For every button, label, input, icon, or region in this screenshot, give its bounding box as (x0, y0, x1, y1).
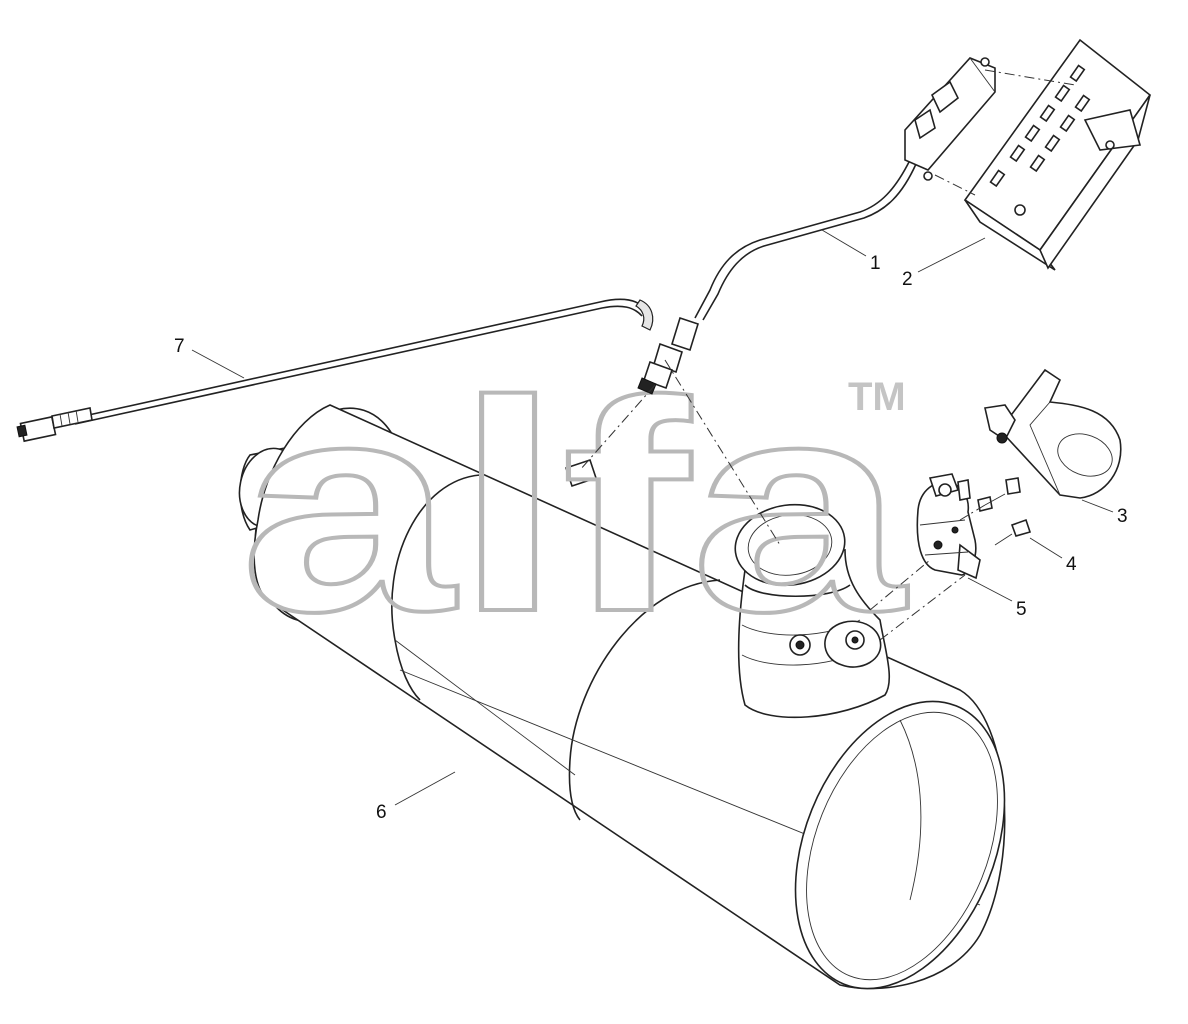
callout-leaders (191, 229, 1114, 806)
callout-7: 7 (174, 336, 185, 357)
watermark-text: alfa (240, 338, 907, 674)
callout-1: 1 (870, 253, 881, 274)
muffler-body[interactable] (229, 389, 1044, 1020)
callout-5: 5 (1016, 599, 1027, 620)
mounting-bracket[interactable] (963, 38, 1152, 271)
temperature-sensor-cable[interactable] (16, 298, 654, 443)
callout-3: 3 (1117, 506, 1128, 527)
watermark: alfa TM (238, 336, 909, 676)
callout-labels: 1 2 3 4 5 6 7 (174, 253, 1128, 823)
dosing-module[interactable] (916, 473, 981, 580)
outlet-flange[interactable] (730, 498, 891, 719)
watermark-trademark: TM (848, 375, 906, 419)
callout-6: 6 (376, 802, 387, 823)
nox-sensor[interactable] (637, 57, 996, 395)
bracket-slots (989, 64, 1091, 188)
callout-4: 4 (1066, 554, 1077, 575)
callout-2: 2 (902, 269, 913, 290)
assembly-guide-lines (579, 69, 1076, 641)
bolts[interactable] (977, 477, 1032, 546)
heat-shield[interactable] (984, 368, 1122, 499)
